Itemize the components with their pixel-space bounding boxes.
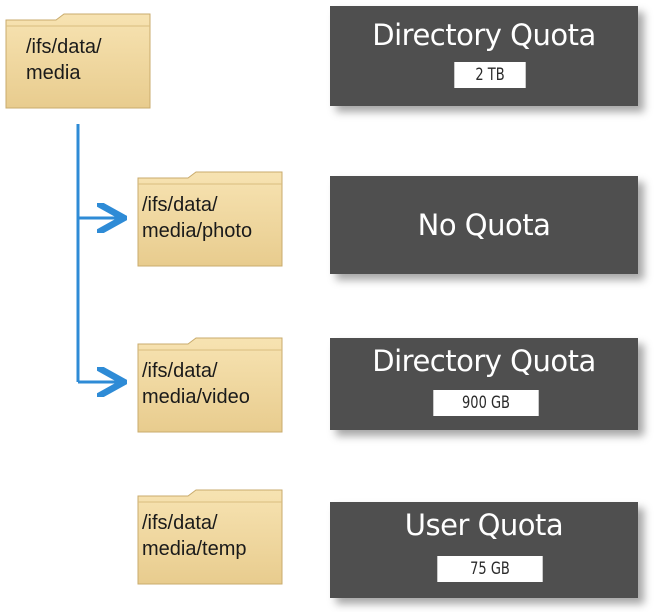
quota-box-media: Directory Quota 2 TB	[330, 6, 638, 106]
folder-media[interactable]: /ifs/data/ media	[4, 12, 154, 112]
folder-icon	[137, 337, 283, 433]
quota-value: 2 TB	[454, 62, 526, 88]
quota-box-video: Directory Quota 900 GB	[330, 338, 638, 430]
quota-value: 75 GB	[437, 556, 543, 582]
folder-path-label: /ifs/data/ media	[26, 36, 102, 84]
quota-box-temp: User Quota 75 GB	[330, 502, 638, 598]
quota-title: User Quota	[404, 508, 564, 542]
folder-path-label: /ifs/data/ media/temp	[142, 512, 247, 560]
quota-box-photo: No Quota	[330, 176, 638, 274]
folder-media-video[interactable]: /ifs/data/ media/video	[136, 336, 286, 436]
quota-value: 900 GB	[433, 390, 539, 416]
folder-media-photo[interactable]: /ifs/data/ media/photo	[136, 170, 286, 270]
folder-icon	[137, 489, 283, 585]
folder-path-label: /ifs/data/ media/photo	[142, 194, 253, 242]
folder-icon	[137, 171, 283, 267]
folder-media-temp[interactable]: /ifs/data/ media/temp	[136, 488, 286, 588]
folder-icon	[5, 13, 151, 109]
quota-title: Directory Quota	[372, 18, 596, 52]
folder-path-label: /ifs/data/ media/video	[142, 360, 250, 408]
quota-title: No Quota	[417, 208, 551, 242]
quota-title: Directory Quota	[372, 344, 596, 378]
